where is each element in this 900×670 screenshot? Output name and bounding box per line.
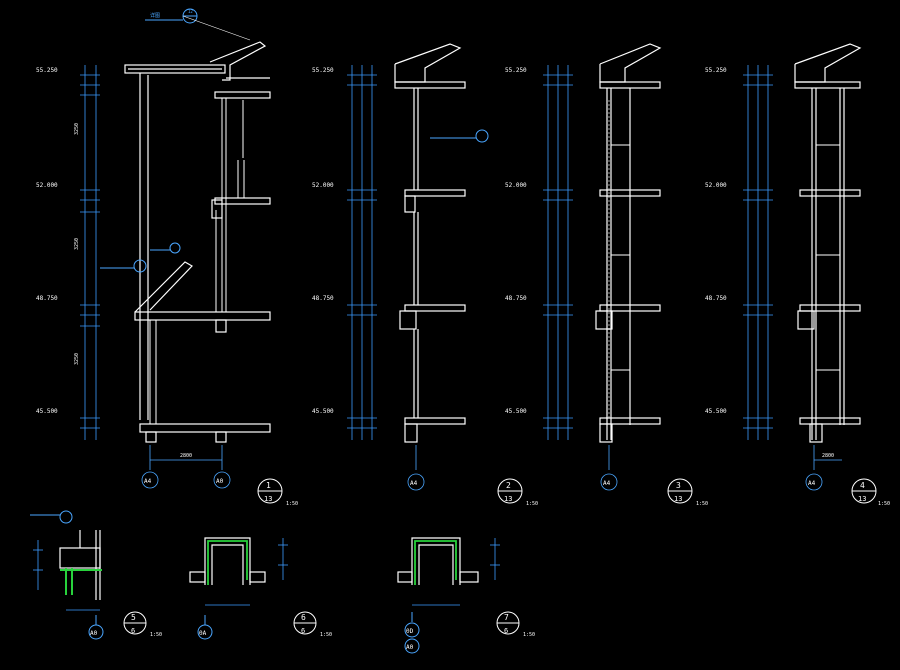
svg-text:1:50: 1:50 — [526, 501, 538, 507]
svg-text:6: 6 — [131, 627, 135, 635]
svg-text:5: 5 — [131, 613, 136, 622]
svg-text:0D: 0D — [406, 628, 414, 635]
svg-text:12: 12 — [188, 9, 193, 14]
svg-text:55.250: 55.250 — [505, 67, 527, 74]
svg-text:2800: 2800 — [822, 453, 834, 459]
level-label: 48.750 — [36, 295, 58, 302]
svg-text:A0: A0 — [90, 630, 98, 637]
svg-text:1: 1 — [266, 481, 271, 490]
svg-text:13: 13 — [858, 495, 866, 503]
detail-callout: 详图 12 — [145, 8, 251, 41]
detail-mark: 3 13 1:50 — [667, 478, 708, 507]
svg-text:45.500: 45.500 — [705, 408, 727, 415]
svg-text:A0: A0 — [406, 644, 414, 651]
svg-text:13: 13 — [504, 495, 512, 503]
svg-text:45.500: 45.500 — [312, 408, 334, 415]
detail-mark: 5 6 1:50 — [123, 611, 162, 638]
axis-label: A4 — [144, 478, 152, 485]
dimension-chain — [80, 65, 100, 440]
svg-text:3: 3 — [676, 481, 681, 490]
svg-text:0A: 0A — [199, 630, 207, 637]
detail-mark: 1 13 1:50 — [257, 478, 298, 507]
section-detail-3: 55.250 52.000 48.750 45.500 — [497, 43, 662, 507]
level-label: 55.250 — [36, 67, 58, 74]
svg-text:55.250: 55.250 — [312, 67, 334, 74]
section-detail-2: 55.250 52.000 48.750 45.500 — [312, 43, 489, 491]
detail-mark: 4 13 1:50 — [851, 478, 890, 507]
svg-text:详图: 详图 — [150, 12, 160, 19]
svg-text:6: 6 — [504, 627, 508, 635]
svg-text:1:50: 1:50 — [878, 501, 890, 507]
axis-dimension: 2800 — [180, 453, 192, 459]
level-label: 45.500 — [36, 408, 58, 415]
detail-mark: 7 6 1:50 — [496, 611, 535, 638]
svg-text:A4: A4 — [603, 480, 611, 487]
svg-text:48.750: 48.750 — [505, 295, 527, 302]
svg-text:13: 13 — [264, 495, 272, 503]
detail-mark: 2 13 1:50 — [497, 478, 538, 507]
small-detail-7: 0D A0 7 6 1:50 — [397, 537, 535, 654]
floor-slab — [134, 91, 271, 443]
detail-mark: 6 6 1:50 — [293, 611, 332, 638]
svg-text:7: 7 — [504, 613, 509, 622]
svg-text:A4: A4 — [410, 480, 418, 487]
level-label: 52.000 — [36, 182, 58, 189]
svg-text:A4: A4 — [808, 480, 816, 487]
svg-text:2: 2 — [506, 481, 511, 490]
svg-text:3250: 3250 — [74, 123, 80, 135]
small-detail-5: A0 5 6 1:50 — [30, 510, 162, 640]
svg-text:1:50: 1:50 — [523, 632, 535, 638]
svg-text:52.000: 52.000 — [312, 182, 334, 189]
svg-text:55.250: 55.250 — [705, 67, 727, 74]
svg-text:1:50: 1:50 — [286, 501, 298, 507]
svg-text:3250: 3250 — [74, 238, 80, 250]
sloped-canopy — [134, 261, 193, 313]
svg-text:45.500: 45.500 — [505, 408, 527, 415]
svg-text:52.000: 52.000 — [705, 182, 727, 189]
section-detail-1: 55.250 52.000 48.750 45.500 3250 3250 32… — [36, 8, 298, 507]
svg-text:48.750: 48.750 — [705, 295, 727, 302]
small-detail-6: 0A 6 6 1:50 — [189, 537, 332, 640]
cornice — [124, 41, 270, 420]
axis-label: A0 — [216, 478, 224, 485]
svg-text:1:50: 1:50 — [696, 501, 708, 507]
svg-text:4: 4 — [860, 481, 865, 490]
svg-text:3250: 3250 — [74, 353, 80, 365]
svg-text:1:50: 1:50 — [150, 632, 162, 638]
svg-text:1:50: 1:50 — [320, 632, 332, 638]
svg-text:52.000: 52.000 — [505, 182, 527, 189]
svg-text:13: 13 — [674, 495, 682, 503]
svg-text:48.750: 48.750 — [312, 295, 334, 302]
svg-text:6: 6 — [301, 613, 306, 622]
section-detail-4: 55.250 52.000 48.750 45.500 — [667, 43, 890, 507]
svg-text:6: 6 — [301, 627, 305, 635]
detail-callout — [100, 242, 181, 273]
